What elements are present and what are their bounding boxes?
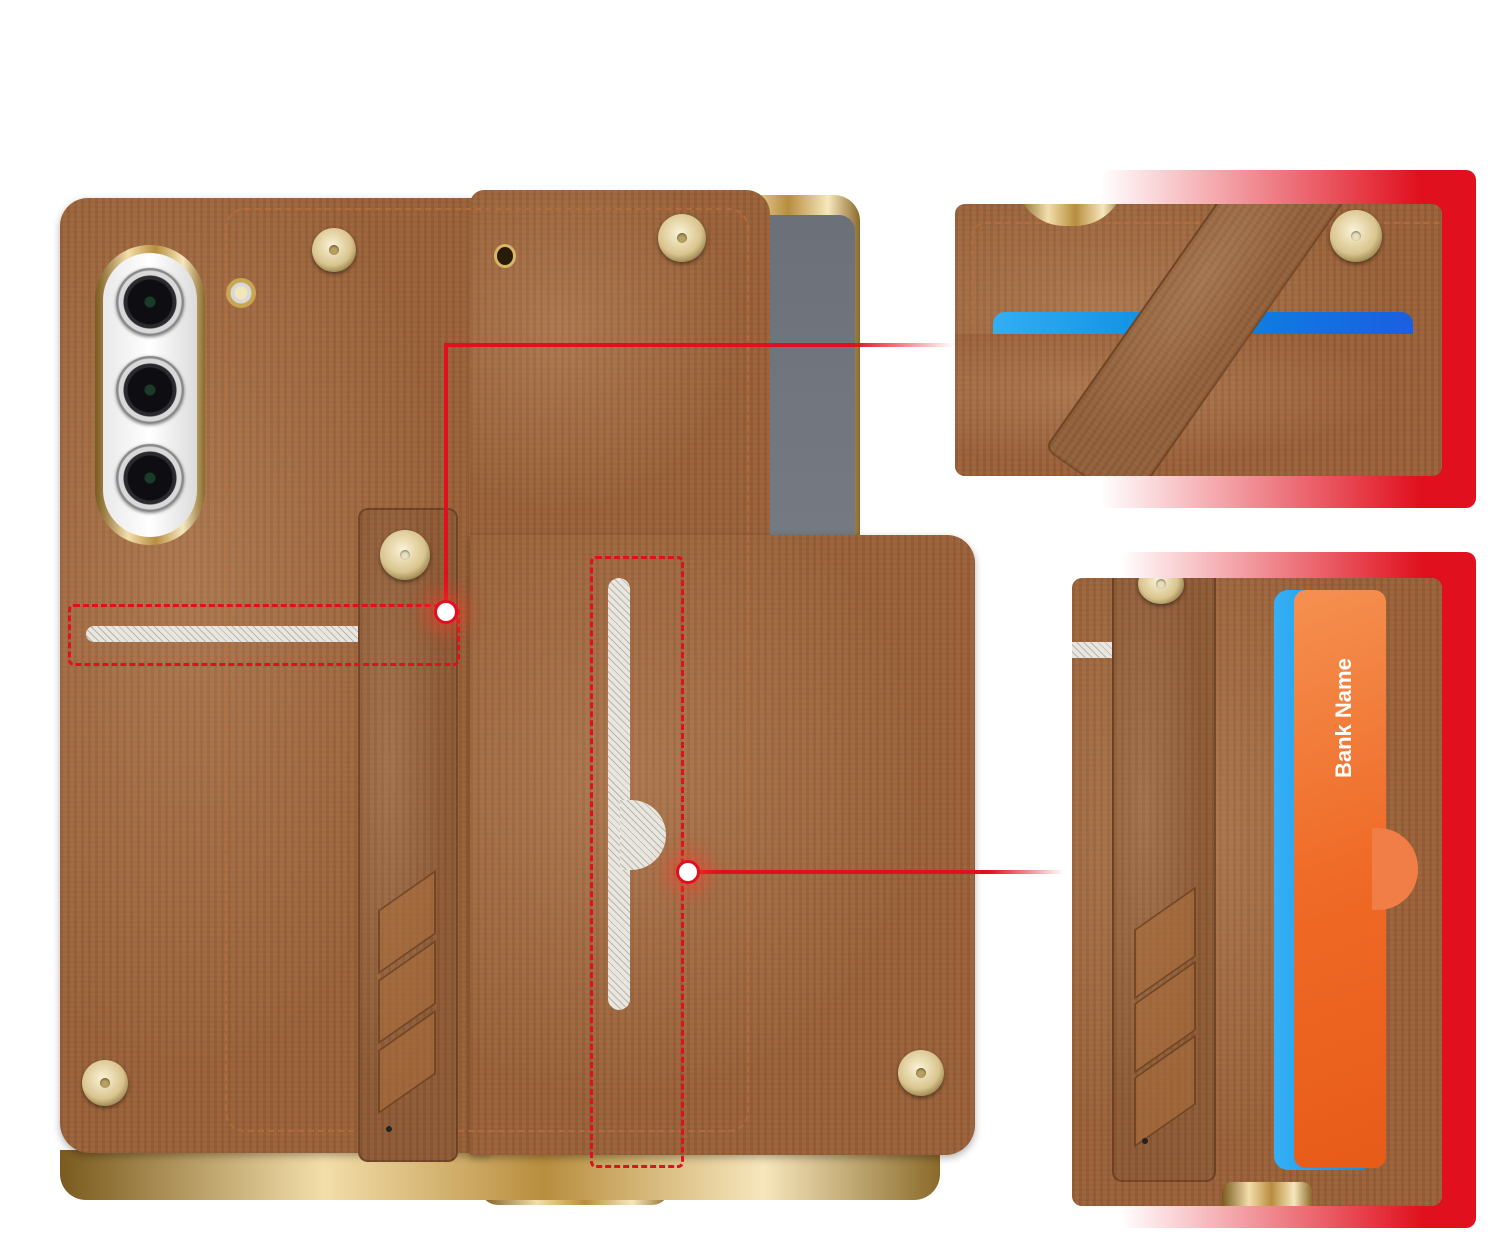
leader-line-horizontal (444, 343, 954, 347)
snap-button-icon (898, 1050, 944, 1096)
vertical-card-slot (608, 578, 630, 1010)
camera-lens-icon (116, 268, 184, 336)
horizontal-card-slot (86, 626, 364, 642)
strap-hole-icon (494, 244, 516, 268)
leader-line-vertical (444, 344, 448, 610)
card-thumb-notch (1372, 828, 1418, 910)
vertical-slot-thumb-notch (620, 800, 666, 870)
snap-button-icon (658, 214, 706, 262)
snap-button-icon (1330, 210, 1382, 262)
callout-marker-icon (434, 600, 458, 624)
horizontal-card-slot-edge (1072, 642, 1112, 658)
callout-marker-icon (676, 860, 700, 884)
leader-line-horizontal-2 (688, 870, 1064, 874)
detail-panel-top (955, 204, 1442, 476)
stitch-line-top (225, 208, 749, 1132)
flash-icon (226, 278, 256, 308)
snap-button-icon (312, 228, 356, 272)
case-right-flap-lower (470, 535, 975, 1155)
detail-panel-bottom: Bank Name (1072, 578, 1442, 1206)
strap-rivet-icon (386, 1126, 392, 1132)
phone-frame-bottom (60, 1150, 940, 1200)
snap-button-icon (380, 530, 430, 580)
card-label: Bank Name (1331, 658, 1356, 778)
camera-lens-icon (116, 444, 184, 512)
orange-card: Bank Name (1294, 590, 1386, 1168)
hinge-frame (1222, 1182, 1312, 1206)
case-right-flap (470, 190, 770, 540)
snap-button-icon (82, 1060, 128, 1106)
camera-ring (1015, 204, 1125, 226)
camera-lens-icon (116, 356, 184, 424)
vertical-slot-highlight (590, 556, 684, 1168)
phone-case-photo (60, 190, 980, 1210)
strap-rivet-icon (1142, 1138, 1148, 1144)
horizontal-slot-highlight (68, 604, 460, 666)
